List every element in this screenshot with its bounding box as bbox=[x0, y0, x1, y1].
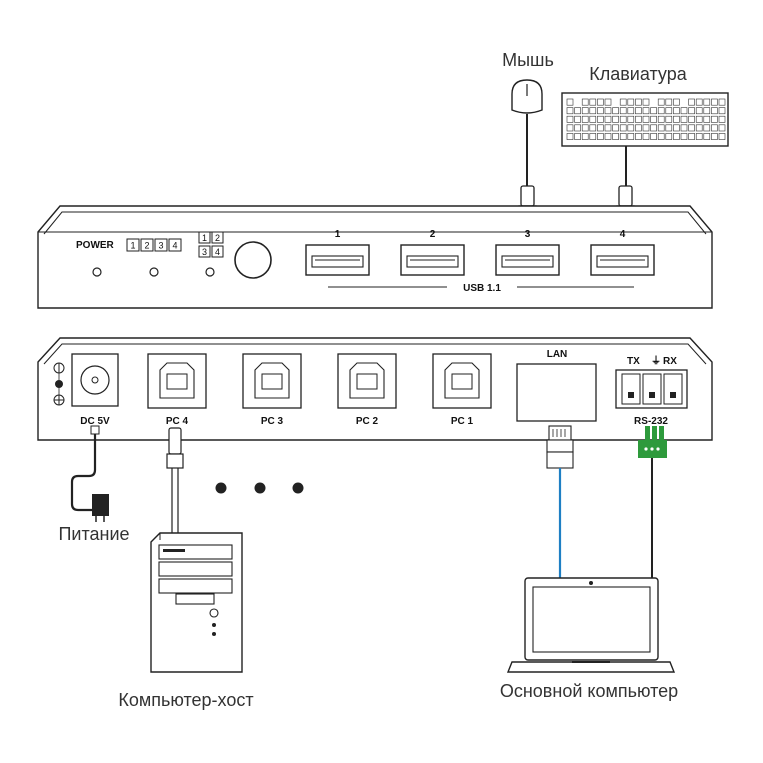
usb-port-number: 3 bbox=[525, 229, 531, 240]
usb-port-1: 1 bbox=[305, 229, 370, 276]
led-number: 4 bbox=[172, 241, 177, 251]
rs232-label: RS-232 bbox=[634, 416, 668, 427]
usb-b-port: PC 1 bbox=[432, 353, 492, 427]
power-cable bbox=[70, 425, 109, 522]
pc-port-label: PC 1 bbox=[451, 416, 474, 427]
usb-port-number: 2 bbox=[430, 229, 436, 240]
rear-panel: DC 5V PC 4 PC 3 PC 2 PC 1 LAN TX ⏚ RX RS-23… bbox=[37, 337, 713, 441]
tx-label: TX bbox=[627, 356, 640, 367]
power-adapter-icon bbox=[92, 494, 109, 516]
status-led-icon bbox=[149, 267, 159, 277]
usb-port-3: 3 bbox=[495, 229, 560, 276]
host-usb-cable bbox=[166, 427, 184, 538]
power-caption: Питание bbox=[58, 524, 129, 544]
usb-b-port: PC 3 bbox=[242, 353, 302, 427]
svg-text:2: 2 bbox=[215, 233, 220, 243]
main-pc-caption: Основной компьютер bbox=[500, 681, 678, 701]
usb-port-2: 2 bbox=[400, 229, 465, 276]
led-box bbox=[140, 238, 154, 252]
mouse-caption: Мышь bbox=[502, 50, 554, 70]
rs232-port bbox=[615, 369, 688, 409]
svg-text:1: 1 bbox=[202, 233, 207, 243]
dc-label: DC 5V bbox=[80, 416, 110, 427]
svg-text:4: 4 bbox=[215, 247, 220, 257]
pc-port-label: PC 3 bbox=[261, 416, 284, 427]
usb-bus-label: USB 1.1 bbox=[463, 283, 501, 294]
host-pc-icon bbox=[150, 532, 243, 673]
usb-port-number: 4 bbox=[620, 229, 626, 240]
led-box bbox=[154, 238, 168, 252]
pc-port-label: PC 4 bbox=[166, 416, 189, 427]
keyboard-icon bbox=[561, 92, 729, 186]
host-caption: Компьютер-хост bbox=[118, 690, 253, 710]
led-box bbox=[126, 238, 140, 252]
keyboard-caption: Клавиатура bbox=[589, 64, 687, 84]
pc-port-label: PC 2 bbox=[356, 416, 379, 427]
usb-b-port: PC 2 bbox=[337, 353, 397, 427]
svg-text:3: 3 bbox=[202, 247, 207, 257]
laptop-icon bbox=[506, 577, 676, 673]
rs232-connector bbox=[638, 426, 667, 578]
led-number: 1 bbox=[130, 241, 135, 251]
mouse-icon bbox=[511, 79, 543, 186]
polarity-icon bbox=[53, 362, 65, 406]
selector-grid: 1 2 3 4 bbox=[198, 231, 224, 258]
select-knob-icon[interactable] bbox=[234, 241, 272, 279]
lan-label: LAN bbox=[547, 349, 568, 360]
rx-label: RX bbox=[663, 356, 677, 367]
led-number: 2 bbox=[144, 241, 149, 251]
led-number: 3 bbox=[158, 241, 163, 251]
more-hosts-ellipsis bbox=[215, 482, 304, 494]
lan-port bbox=[516, 363, 597, 422]
power-led-icon bbox=[92, 267, 102, 277]
select-led-icon bbox=[205, 267, 215, 277]
ground-icon: ⏚ bbox=[651, 355, 661, 367]
usb-port-4: 4 bbox=[590, 229, 655, 276]
power-label: POWER bbox=[76, 240, 115, 251]
dc-jack bbox=[71, 353, 119, 407]
usb-port-number: 1 bbox=[335, 229, 341, 240]
lan-cable bbox=[546, 425, 574, 578]
usb-b-port: PC 4 bbox=[147, 353, 207, 427]
led-box bbox=[168, 238, 182, 252]
